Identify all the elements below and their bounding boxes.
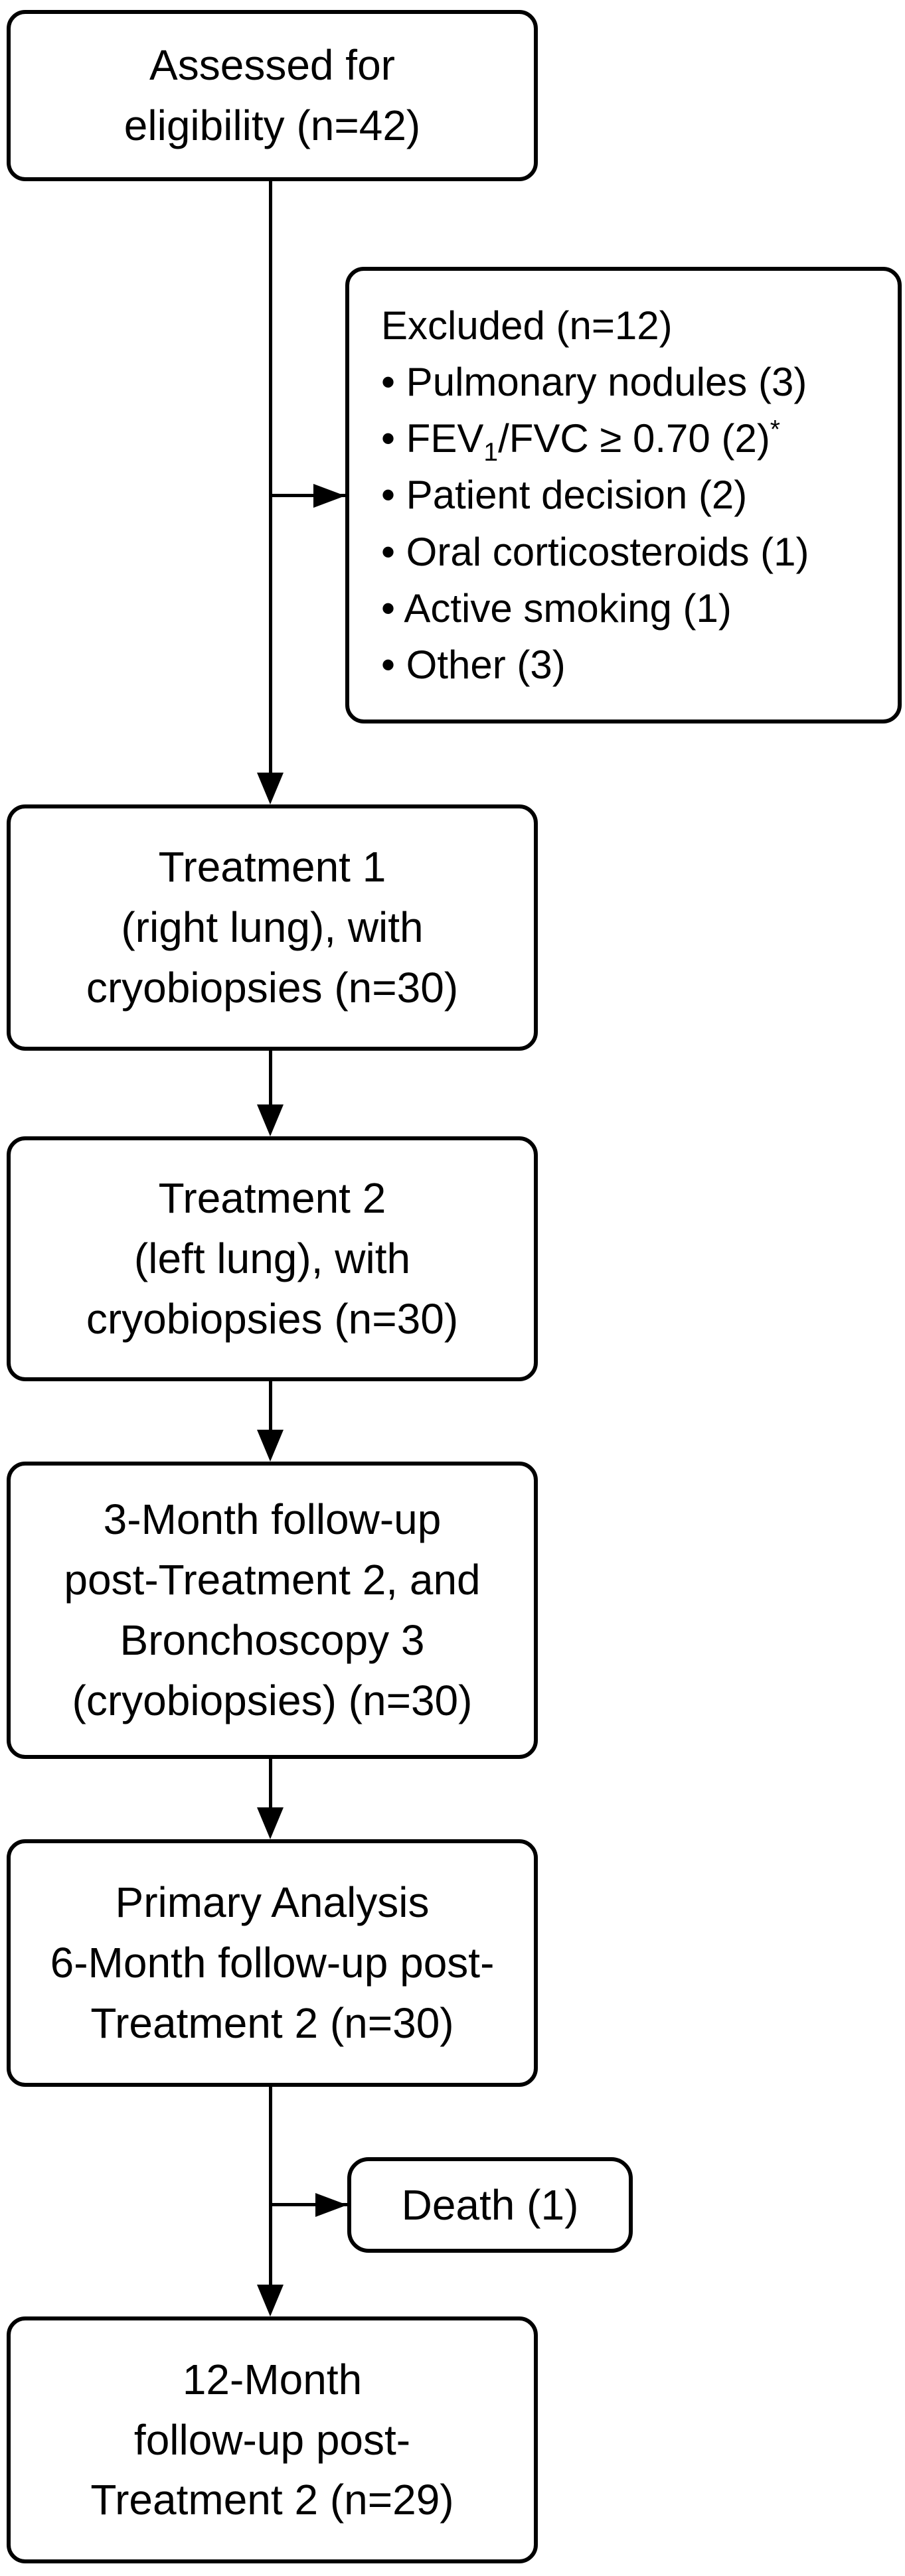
connector-3month-to-primary — [269, 1759, 272, 1813]
box-12month-followup: 12-Month follow-up post- Treatment 2 (n=… — [7, 2316, 538, 2563]
connector-assessed-to-treatment1 — [269, 181, 272, 777]
box-line: 6-Month follow-up post- — [50, 1939, 495, 1987]
box-line: Death (1) — [401, 2180, 579, 2229]
box-excluded: Excluded (n=12) • Pulmonary nodules (3) … — [345, 267, 902, 723]
excluded-item: • Other (3) — [381, 642, 566, 687]
connector-treatment2-to-3month — [269, 1381, 272, 1435]
arrowhead-down-primary — [257, 1807, 284, 1839]
box-line: Assessed for — [149, 41, 395, 90]
box-line: Primary Analysis — [115, 1878, 430, 1927]
arrowhead-down-3month — [257, 1430, 284, 1462]
arrowhead-right-excluded — [313, 484, 345, 508]
box-line: (left lung), with — [133, 1235, 411, 1283]
box-primary-analysis: Primary Analysis 6-Month follow-up post-… — [7, 1839, 538, 2087]
box-3month-followup: 3-Month follow-up post-Treatment 2, and … — [7, 1462, 538, 1759]
box-line: follow-up post- — [133, 2415, 411, 2464]
fev-middle: /FVC ≥ 0.70 (2) — [498, 416, 770, 461]
box-line: Treatment 1 — [158, 843, 386, 891]
fev-prefix: • FEV — [381, 416, 484, 461]
box-line: (right lung), with — [121, 903, 424, 952]
connector-treatment1-to-treatment2 — [269, 1051, 272, 1110]
box-line: 12-Month — [182, 2355, 363, 2403]
box-treatment-1: Treatment 1 (right lung), with cryobiops… — [7, 804, 538, 1051]
excluded-title: Excluded (n=12) — [381, 303, 673, 348]
arrowhead-down-treatment1 — [257, 773, 284, 804]
box-line: post-Treatment 2, and — [64, 1556, 481, 1604]
excluded-item: • Patient decision (2) — [381, 473, 748, 518]
arrowhead-right-death — [315, 2193, 347, 2217]
fev-subscript: 1 — [483, 438, 499, 467]
box-line: cryobiopsies (n=30) — [86, 963, 459, 1012]
connector-primary-to-12month — [269, 2087, 272, 2287]
box-line: Treatment 2 — [158, 1174, 386, 1223]
branch-line-to-excluded — [269, 494, 345, 497]
box-line: Treatment 2 (n=29) — [90, 2476, 454, 2524]
box-line: cryobiopsies (n=30) — [86, 1294, 459, 1343]
fev-asterisk: * — [770, 416, 780, 445]
box-line: (cryobiopsies) (n=30) — [72, 1676, 473, 1724]
branch-line-to-death — [269, 2203, 347, 2206]
excluded-item: • Oral corticosteroids (1) — [381, 529, 809, 574]
box-treatment-2: Treatment 2 (left lung), with cryobiopsi… — [7, 1136, 538, 1381]
box-line: Treatment 2 (n=30) — [90, 1999, 454, 2047]
box-line: 3-Month follow-up — [103, 1495, 442, 1544]
arrowhead-down-12month — [257, 2285, 284, 2316]
arrowhead-down-treatment2 — [257, 1104, 284, 1136]
box-line: Bronchoscopy 3 — [120, 1616, 425, 1664]
box-assessed-for-eligibility: Assessed for eligibility (n=42) — [7, 10, 538, 181]
box-death: Death (1) — [347, 2157, 633, 2253]
excluded-item-fev1-fvc: • FEV1/FVC ≥ 0.70 (2)* — [381, 410, 780, 467]
excluded-item: • Pulmonary nodules (3) — [381, 360, 807, 405]
excluded-item: • Active smoking (1) — [381, 585, 732, 631]
box-line: eligibility (n=42) — [123, 102, 421, 149]
